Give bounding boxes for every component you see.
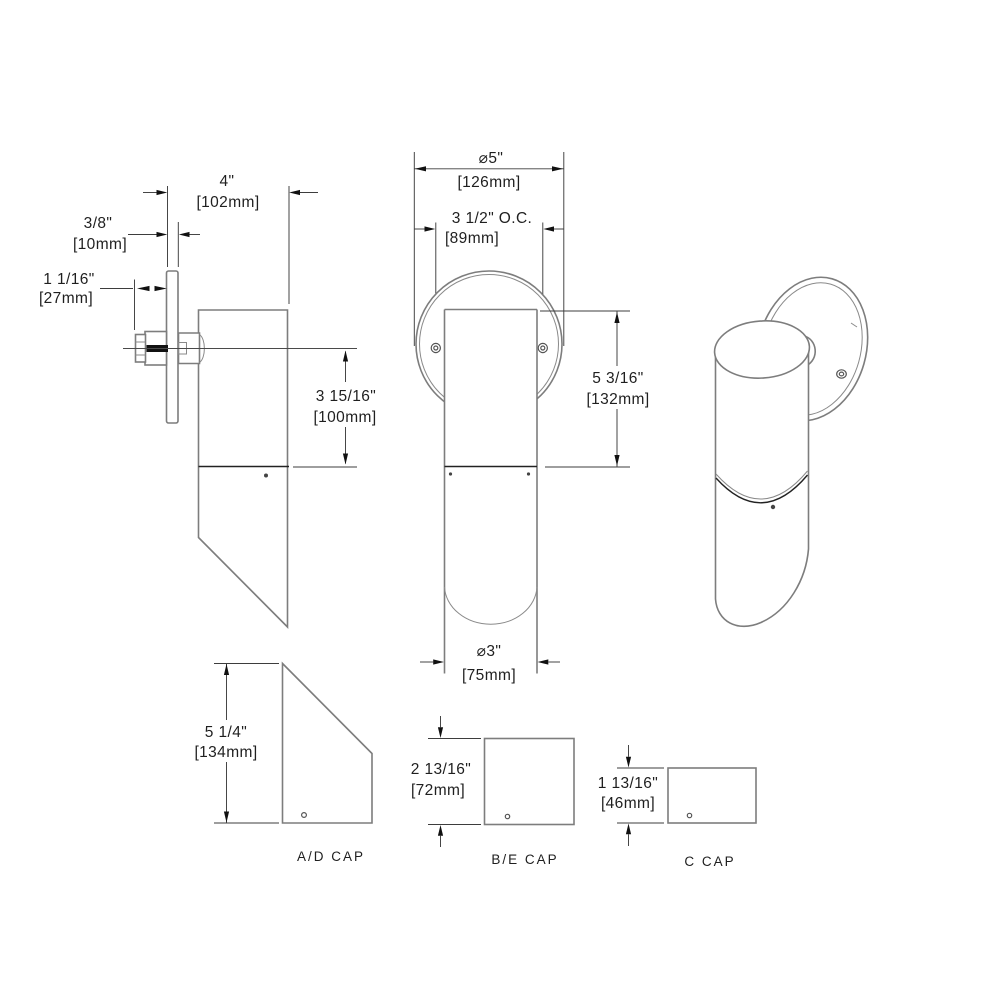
fixture-body-side	[197, 309, 289, 629]
plate-edge-tick	[850, 322, 858, 328]
dim-label-mm: [27mm]	[39, 290, 93, 307]
dim-label-inches: 2 13/16"	[411, 761, 471, 778]
arrowhead	[433, 659, 444, 665]
arrowhead	[223, 664, 230, 675]
dim-side-width: 4" [102mm]	[143, 173, 318, 304]
dim-cap-be-height: 2 13/16" [72mm]	[411, 716, 481, 847]
arrowhead	[424, 226, 436, 232]
cap-c-profile	[667, 767, 757, 824]
cap-ad-detail: 5 1/4" [134mm] A/D CAP	[194, 661, 373, 864]
arrowhead	[625, 823, 632, 835]
arrowhead	[156, 231, 168, 238]
cap-c-label: C CAP	[684, 854, 735, 869]
dim-top-to-seam: 5 3/16" [132mm]	[540, 310, 649, 468]
arrowhead	[537, 659, 549, 665]
seam-screw	[448, 472, 453, 476]
dim-label-inches: ⌀3"	[477, 643, 502, 660]
dim-label-mm: [132mm]	[586, 391, 649, 408]
dim-label-inches: 3 15/16"	[316, 388, 376, 405]
arrowhead	[437, 825, 444, 836]
dim-label-inches: 3/8"	[84, 215, 113, 232]
cap-ad-screw	[301, 811, 308, 818]
arrowhead	[342, 350, 349, 362]
dim-label-mm: [10mm]	[73, 236, 127, 253]
dim-center-to-seam: 3 15/16" [100mm]	[293, 350, 376, 468]
cap-c-screw	[686, 812, 693, 819]
arrowhead	[552, 166, 564, 172]
dim-label-inches: 4"	[220, 173, 235, 190]
dim-label-inches: 1 13/16"	[598, 775, 658, 792]
dim-body-diameter: ⌀3" [75mm]	[420, 643, 560, 684]
cylinder-top-cap	[713, 320, 811, 379]
arrowhead	[223, 811, 230, 823]
arrowhead	[543, 226, 554, 232]
plate-screw-3d-inner	[838, 371, 845, 377]
arrowhead	[137, 285, 150, 292]
cap-be-screw	[504, 813, 511, 820]
dim-label-inches: 1 1/16"	[43, 271, 94, 288]
arrowhead	[342, 453, 349, 465]
arrowhead	[178, 231, 190, 238]
wall-plate-side	[165, 270, 179, 424]
arrowhead	[625, 756, 632, 768]
dim-mount-projection: 1 1/16" [27mm]	[39, 271, 167, 330]
seam-arc-3d	[715, 474, 809, 504]
glass-bottom-arc	[444, 586, 538, 625]
arrowhead	[614, 455, 620, 466]
dim-label-mm: [134mm]	[194, 744, 257, 761]
set-screw-dot	[264, 473, 268, 478]
arrowhead	[289, 189, 300, 196]
dim-mount-spacing: 3 1/2" O.C. [89mm]	[414, 210, 564, 247]
dim-cap-c-height: 1 13/16" [46mm]	[598, 745, 664, 846]
dim-label-mm: [72mm]	[411, 782, 465, 799]
seam-arc-upper	[715, 470, 808, 500]
side-view: 4" [102mm] 3/8" [10mm] 1 1/16" [27mm]	[39, 173, 376, 629]
arrowhead	[614, 312, 620, 323]
cap-be-profile	[483, 737, 575, 826]
arrowhead	[437, 727, 444, 738]
dim-label-mm: [102mm]	[196, 194, 259, 211]
dim-label-mm: [89mm]	[445, 230, 499, 247]
mount-screw-right-inner	[540, 345, 546, 351]
cap-be-detail: 2 13/16" [72mm] B/E CAP	[411, 716, 575, 867]
body-mask	[444, 309, 537, 587]
mount-screw-left-inner	[433, 345, 439, 351]
perspective-view	[713, 276, 869, 628]
cap-c-detail: 1 13/16" [46mm] C CAP	[598, 745, 757, 869]
cap-ad-profile	[281, 661, 373, 824]
dim-backplate-diameter: ⌀5" [126mm]	[413, 150, 565, 346]
cap-ad-label: A/D CAP	[297, 849, 365, 864]
dim-label-mm: [75mm]	[462, 667, 516, 684]
cap-be-label: B/E CAP	[491, 852, 558, 867]
dim-cap-ad-height: 5 1/4" [134mm]	[194, 663, 279, 824]
dim-label-mm: [100mm]	[313, 409, 376, 426]
dim-label-inches: ⌀5"	[479, 150, 504, 167]
dim-label-inches: 5 1/4"	[205, 724, 247, 741]
set-screw-3d	[770, 504, 776, 510]
dim-label-inches: 5 3/16"	[592, 370, 643, 387]
cylinder-outline	[714, 345, 810, 628]
seam-screw	[526, 472, 531, 476]
arrowhead	[154, 285, 167, 292]
arrowhead	[156, 189, 168, 196]
dim-label-mm: [126mm]	[457, 174, 520, 191]
dim-label-mm: [46mm]	[601, 795, 655, 812]
dim-label-inches: 3 1/2" O.C.	[452, 210, 533, 227]
arrowhead	[414, 166, 426, 172]
dim-plate-thickness: 3/8" [10mm]	[73, 215, 200, 267]
front-view: ⌀5" [126mm] 3 1/2" O.C. [89mm] 5 3/16" […	[413, 150, 649, 684]
